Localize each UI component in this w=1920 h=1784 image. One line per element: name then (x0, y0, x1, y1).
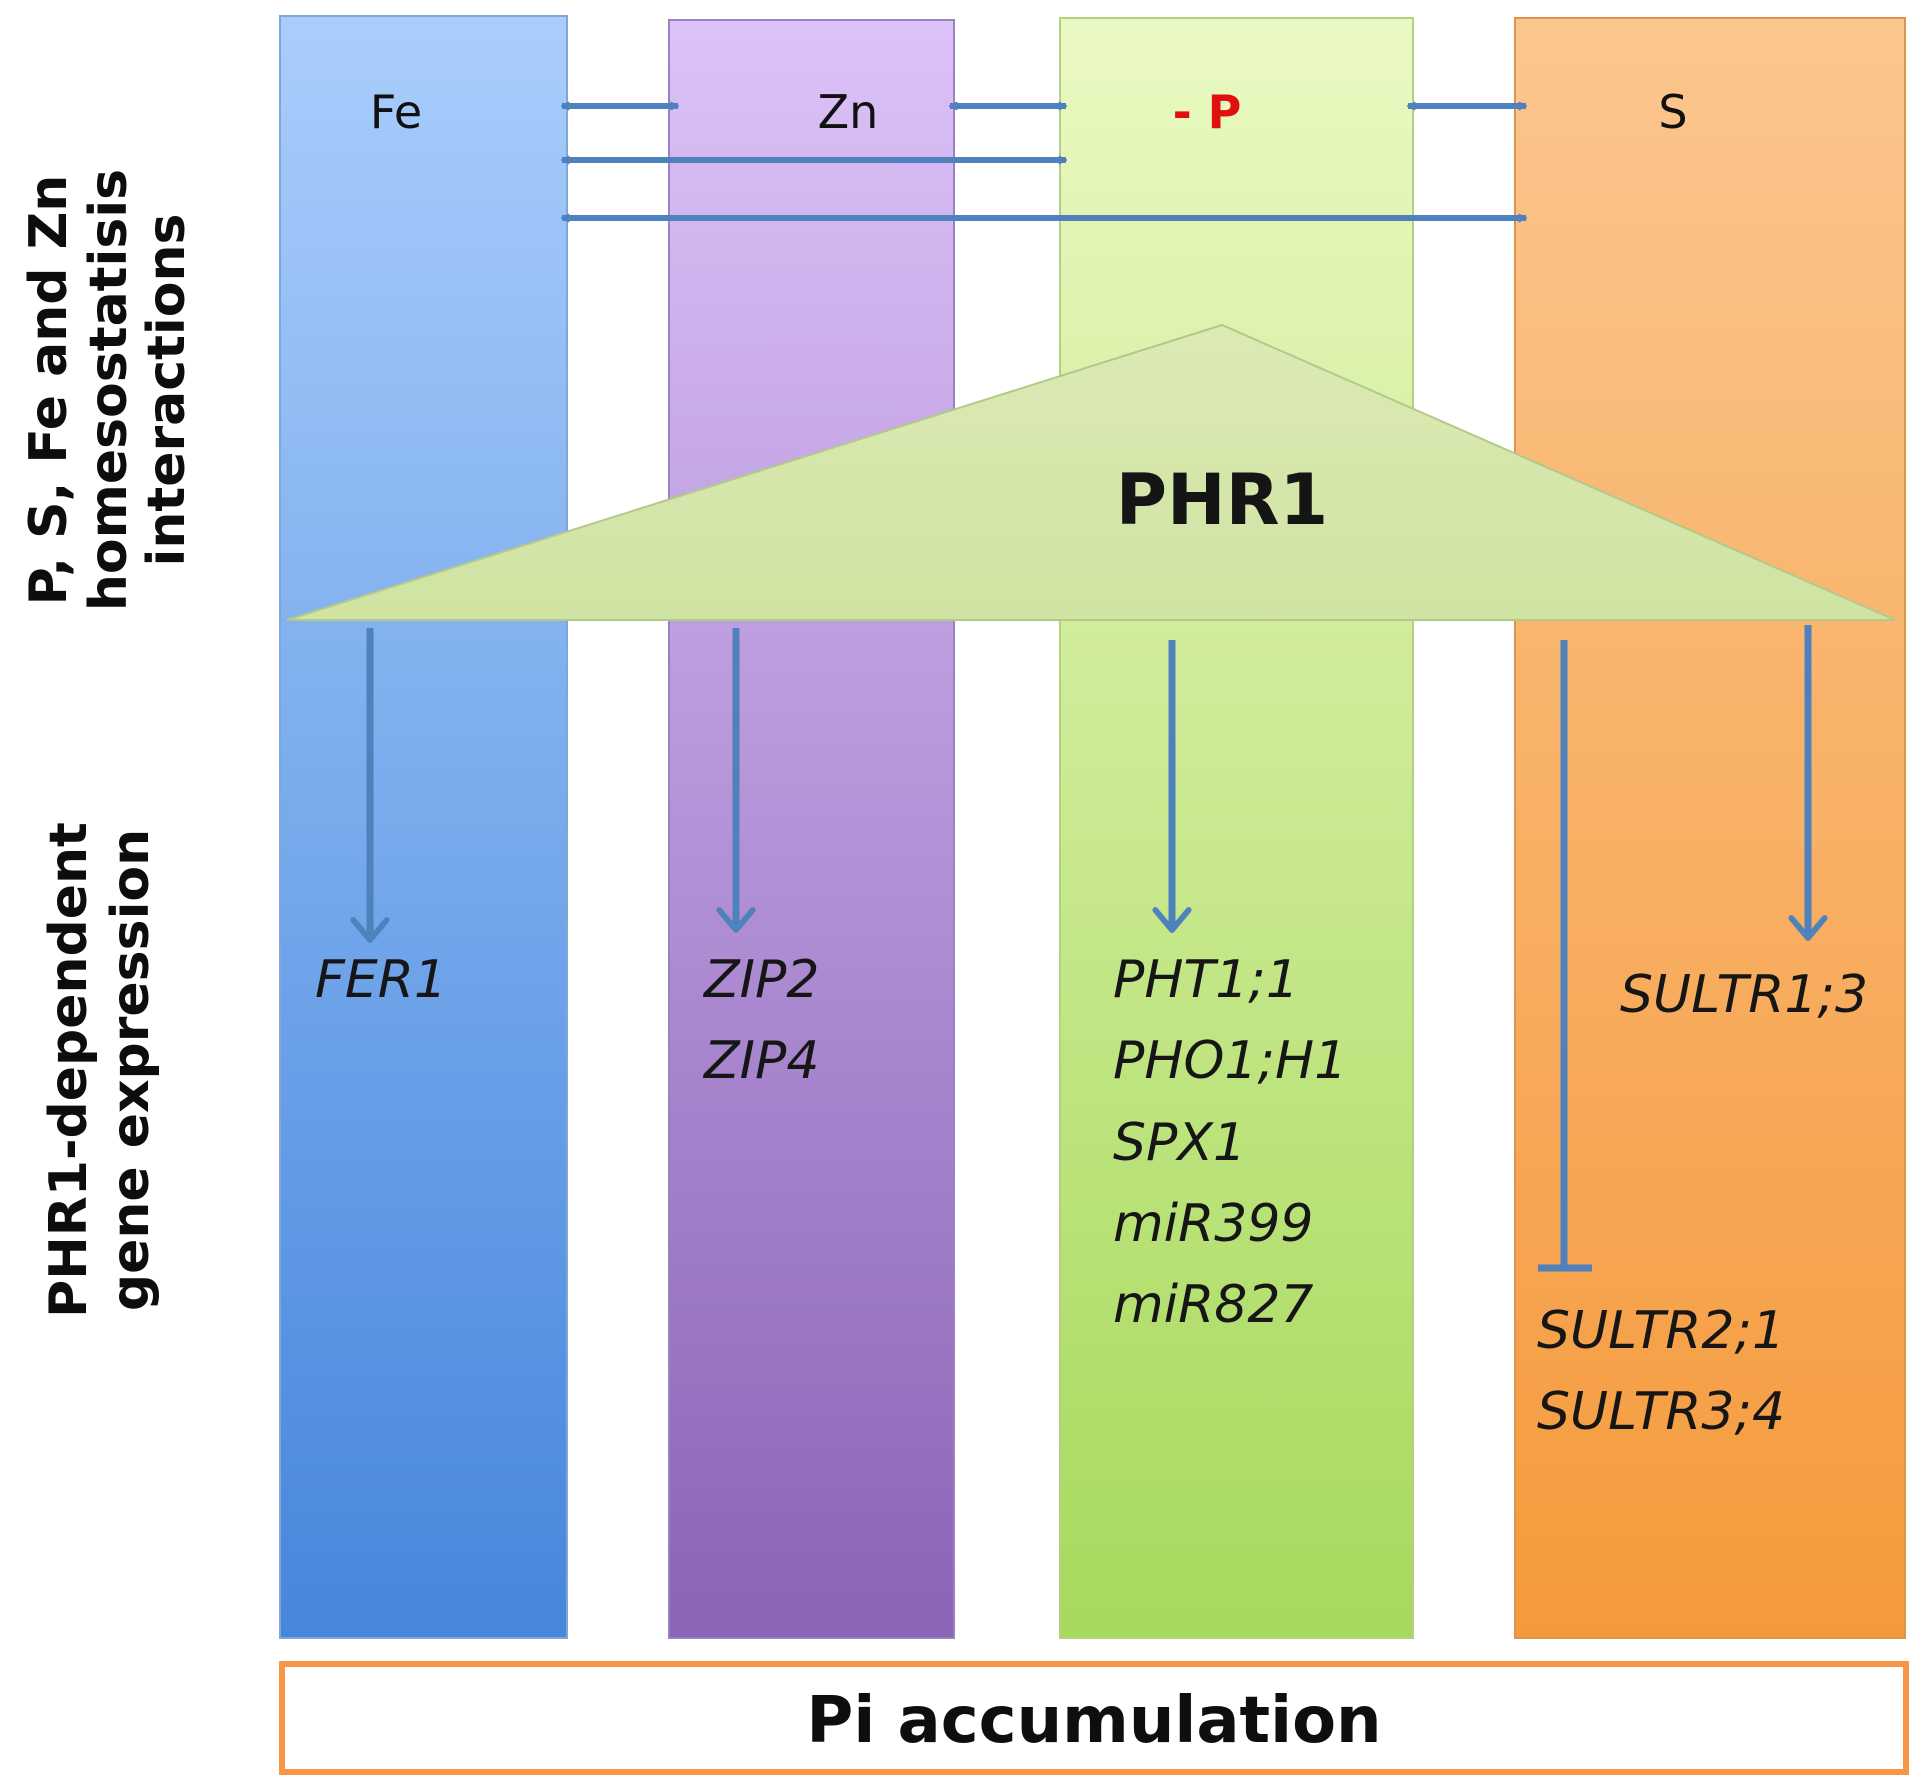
side-top-line2: homesostatisis (79, 169, 139, 611)
sultr34-gene: SULTR3;4 (1537, 1382, 1785, 1442)
pi-accumulation-box (279, 1661, 1909, 1775)
phr1-label: PHR1 (1116, 459, 1329, 541)
mir827-gene: miR827 (1113, 1275, 1313, 1335)
zip2-gene: ZIP2 (702, 950, 819, 1010)
mir399-gene: miR399 (1113, 1194, 1313, 1254)
side-label-bottom: PHR1-dependent gene expression (39, 822, 161, 1318)
sultr13-gene: SULTR1;3 (1620, 965, 1868, 1025)
pht1-gene: PHT1;1 (1113, 950, 1299, 1010)
side-bottom-line2: gene expression (101, 829, 161, 1311)
pi-accumulation-label: Pi accumulation (806, 1684, 1381, 1758)
zn-column (668, 19, 955, 1639)
phr1-triangle (286, 323, 1896, 621)
p-column (1059, 17, 1414, 1639)
zip4-gene: ZIP4 (702, 1031, 819, 1091)
interaction-arrows (560, 101, 1528, 223)
pho1-gene: PHO1;H1 (1113, 1031, 1347, 1091)
side-top-line1: P, S, Fe and Zn (19, 175, 79, 606)
sultr21-gene: SULTR2;1 (1537, 1301, 1785, 1361)
fe-label: Fe (370, 85, 422, 139)
s-label: S (1658, 85, 1687, 139)
zn-label: Zn (818, 85, 879, 139)
side-label-top: P, S, Fe and Zn homesostatisis interacti… (19, 169, 197, 611)
s-column (1514, 17, 1906, 1639)
spx1-gene: SPX1 (1113, 1113, 1246, 1173)
fer1-gene: FER1 (315, 950, 447, 1010)
side-top-line3: interactions (137, 214, 197, 567)
side-bottom-line1: PHR1-dependent (39, 822, 99, 1318)
fe-column (279, 15, 568, 1639)
p-label: - P (1173, 85, 1242, 139)
regulation-arrows (350, 625, 1828, 1272)
